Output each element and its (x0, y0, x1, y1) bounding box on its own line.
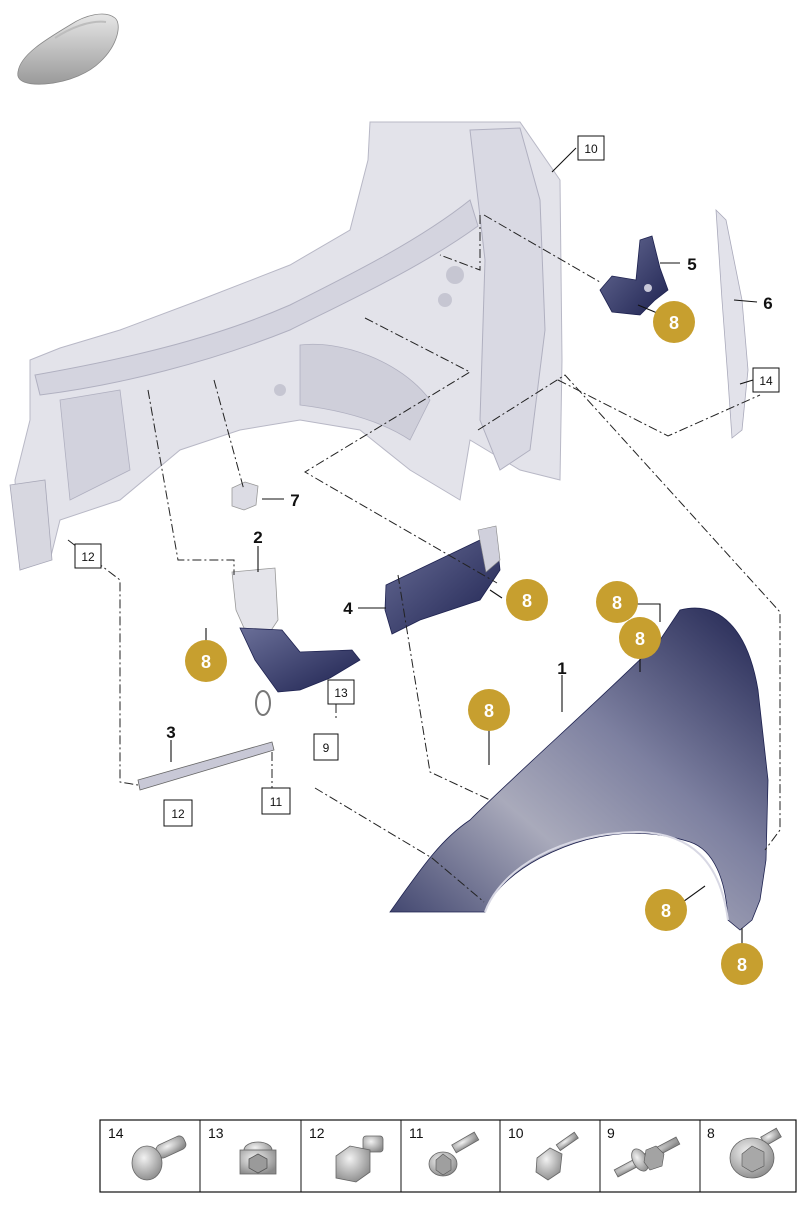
callout-2: 2 (253, 528, 262, 547)
badge-8: 8 (185, 640, 227, 682)
part-1-fender (389, 607, 769, 931)
svg-text:8: 8 (669, 313, 679, 333)
svg-text:8: 8 (661, 901, 671, 921)
legend-label-11: 11 (409, 1125, 424, 1141)
badge-8: 8 (596, 581, 638, 623)
svg-text:8: 8 (522, 591, 532, 611)
part-3-rod (137, 741, 275, 791)
svg-text:8: 8 (484, 701, 494, 721)
callout-4: 4 (343, 599, 353, 618)
leader-lines (170, 147, 758, 944)
flange-bolt-icon (428, 1131, 480, 1177)
long-flange-bolt-icon (613, 1136, 681, 1178)
part-6-strip (715, 208, 749, 439)
callout-6: 6 (763, 294, 772, 313)
legend-label-12: 12 (309, 1125, 325, 1141)
part-4-bracket (384, 525, 501, 635)
fastener-legend: 14 13 12 11 10 9 8 (99, 1119, 797, 1193)
part-7-clip (231, 481, 259, 511)
badge-8: 8 (506, 579, 548, 621)
boxed-ref-13: 13 (334, 686, 348, 700)
boxed-ref-12-top: 12 (81, 550, 95, 564)
legend-label-8: 8 (707, 1125, 715, 1141)
fastener-badges: 8 8 8 8 8 8 8 8 (185, 301, 763, 985)
svg-text:8: 8 (612, 593, 622, 613)
callout-5: 5 (687, 255, 696, 274)
svg-text:8: 8 (737, 955, 747, 975)
boxed-ref-12-bottom: 12 (171, 807, 185, 821)
svg-text:8: 8 (201, 652, 211, 672)
badge-8: 8 (653, 301, 695, 343)
legend-label-14: 14 (108, 1125, 124, 1141)
part-2-bracket (231, 567, 361, 716)
callout-3: 3 (166, 723, 175, 742)
hex-nut-icon (335, 1135, 384, 1183)
boxed-ref-9: 9 (323, 741, 330, 755)
boxed-ref-11: 11 (270, 795, 283, 809)
mushroom-head-clip-icon (131, 1135, 187, 1181)
badge-8: 8 (721, 943, 763, 985)
part-5-bracket (599, 235, 669, 316)
body-structure (9, 121, 563, 571)
badge-8: 8 (468, 689, 510, 731)
car-thumbnail-icon (17, 13, 119, 85)
assembly-lines (67, 214, 781, 903)
hex-flange-bolt-icon (729, 1127, 782, 1179)
legend-label-9: 9 (607, 1125, 615, 1141)
hex-socket-nut-icon (239, 1141, 277, 1175)
callout-7: 7 (290, 491, 299, 510)
legend-label-13: 13 (208, 1125, 224, 1141)
boxed-ref-14: 14 (759, 374, 773, 388)
callout-labels: 1 2 3 4 5 6 7 (166, 255, 772, 742)
legend-label-10: 10 (508, 1125, 524, 1141)
boxed-references: 10 14 12 12 13 9 11 (74, 135, 780, 827)
badge-8: 8 (645, 889, 687, 931)
badge-8: 8 (619, 617, 661, 659)
boxed-ref-10: 10 (584, 142, 598, 156)
screw-icon (535, 1131, 579, 1181)
callout-1: 1 (557, 659, 566, 678)
svg-text:8: 8 (635, 629, 645, 649)
